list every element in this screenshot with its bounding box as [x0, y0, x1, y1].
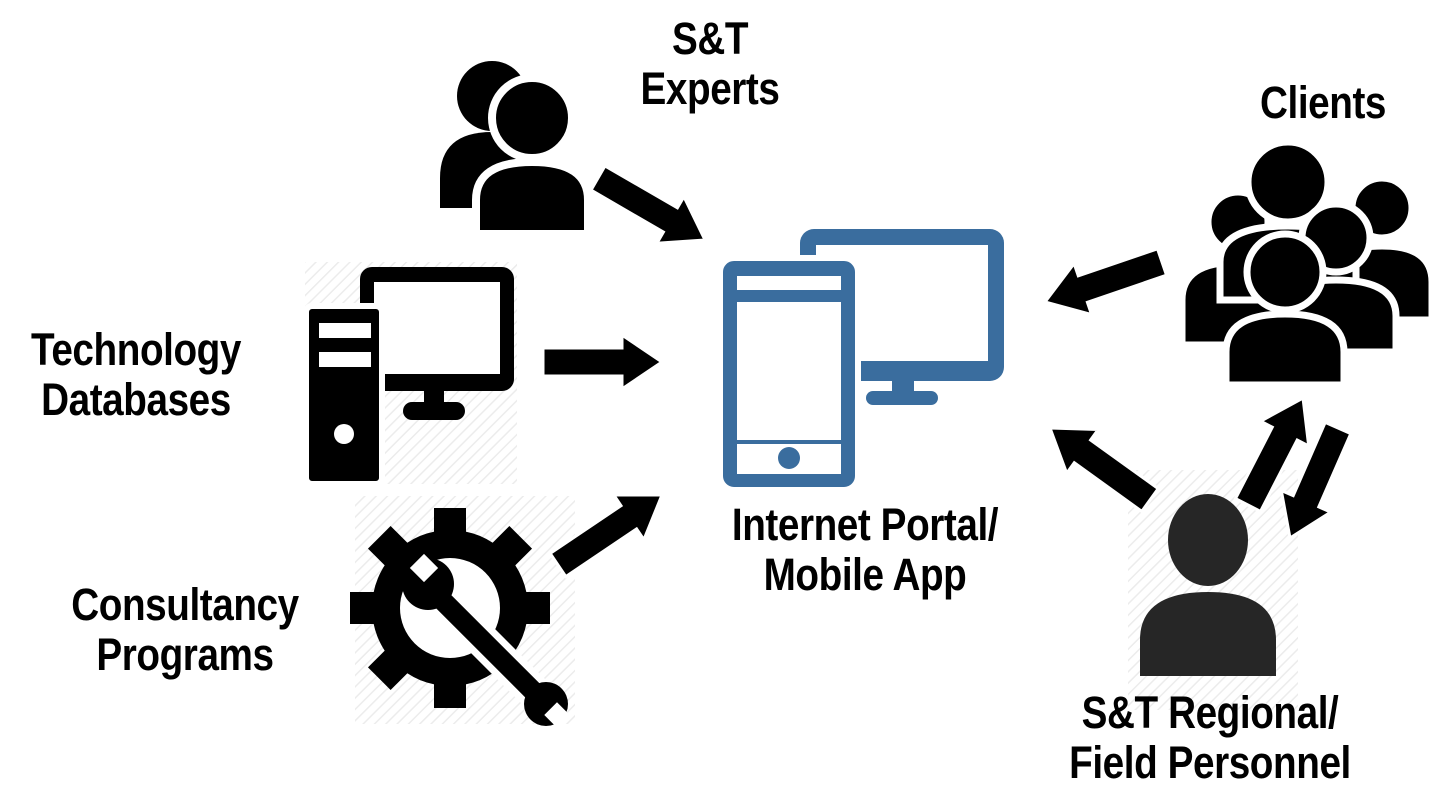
label-st-experts-line2: Experts [640, 63, 780, 115]
arrow-layer [541, 163, 1353, 579]
arrow-clients-to-field-personnel [1279, 420, 1353, 541]
label-st-experts: S&T Experts [624, 13, 796, 115]
label-field-personnel: S&T Regional/ Field Personnel [1047, 687, 1374, 789]
label-technology-databases: Technology Databases [7, 324, 265, 426]
arrow-field-personnel-to-clients [1233, 395, 1311, 514]
group-of-people-icon [1178, 138, 1435, 389]
arrow-consultancy-programs-to-portal [548, 493, 665, 579]
label-field-personnel-line1: S&T Regional/ [1081, 687, 1339, 738]
single-person-icon [1140, 494, 1276, 676]
two-person-icon [440, 61, 592, 238]
label-technology-databases-line1: Technology [30, 324, 241, 375]
label-consultancy-programs-line1: Consultancy [71, 579, 299, 630]
label-clients: Clients [1233, 77, 1414, 128]
arrow-technology-databases-to-portal [541, 332, 665, 392]
arrow-st-experts-to-portal [588, 163, 708, 245]
arrow-field-personnel-to-portal [1047, 426, 1161, 514]
label-clients-line1: Clients [1259, 77, 1387, 128]
gear-wrench-icon [350, 508, 570, 728]
desktop-computer-icon [303, 267, 514, 487]
phone-and-monitor-icon [717, 229, 1004, 493]
arrow-clients-to-portal [1042, 246, 1169, 317]
label-consultancy-programs-line2: Programs [96, 629, 274, 681]
label-field-personnel-line2: Field Personnel [1069, 737, 1351, 789]
label-portal: Internet Portal/ Mobile App [715, 499, 1016, 601]
label-portal-line2: Mobile App [763, 549, 967, 601]
label-technology-databases-line2: Databases [41, 374, 231, 426]
label-consultancy-programs: Consultancy Programs [52, 579, 319, 681]
label-portal-line1: Internet Portal/ [731, 499, 999, 550]
label-st-experts-line1: S&T [671, 13, 749, 64]
